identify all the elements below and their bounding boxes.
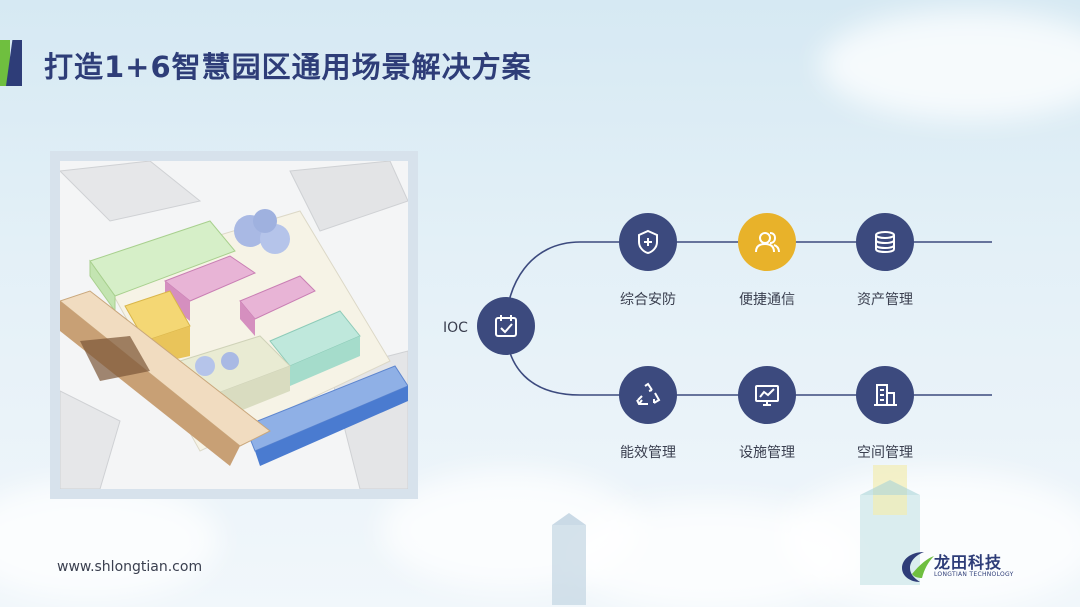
brand-name: 龙田科技 (934, 553, 1003, 572)
node-label-communication: 便捷通信 (739, 292, 795, 308)
campus-illustration (60, 161, 408, 489)
node-label-asset: 资产管理 (857, 292, 913, 308)
users-icon[interactable] (738, 213, 796, 271)
node-label-space: 空间管理 (857, 445, 913, 461)
building-decor (552, 513, 586, 605)
cloud (780, 470, 1080, 607)
building-icon[interactable] (856, 366, 914, 424)
ioc-label: IOC (443, 320, 468, 336)
node-label-security: 综合安防 (620, 292, 676, 308)
node-label-energy: 能效管理 (620, 445, 676, 461)
node-label-facility: 设施管理 (739, 445, 795, 461)
recycle-icon[interactable] (619, 366, 677, 424)
campus-illustration-frame (50, 151, 418, 499)
cloud (0, 480, 220, 600)
brand-logo-icon (902, 552, 934, 582)
shield-plus-icon[interactable] (619, 213, 677, 271)
page-title: 打造1+6智慧园区通用场景解决方案 (44, 50, 532, 84)
calendar-check-icon[interactable] (477, 297, 535, 355)
coin-stack-icon[interactable] (856, 213, 914, 271)
cloud (820, 10, 1080, 120)
monitor-chart-icon[interactable] (738, 366, 796, 424)
brand-subtitle: LONGTIAN TECHNOLOGY (934, 571, 1014, 578)
title-accent-bar (0, 40, 22, 86)
website-link[interactable]: www.shlongtian.com (57, 559, 203, 575)
